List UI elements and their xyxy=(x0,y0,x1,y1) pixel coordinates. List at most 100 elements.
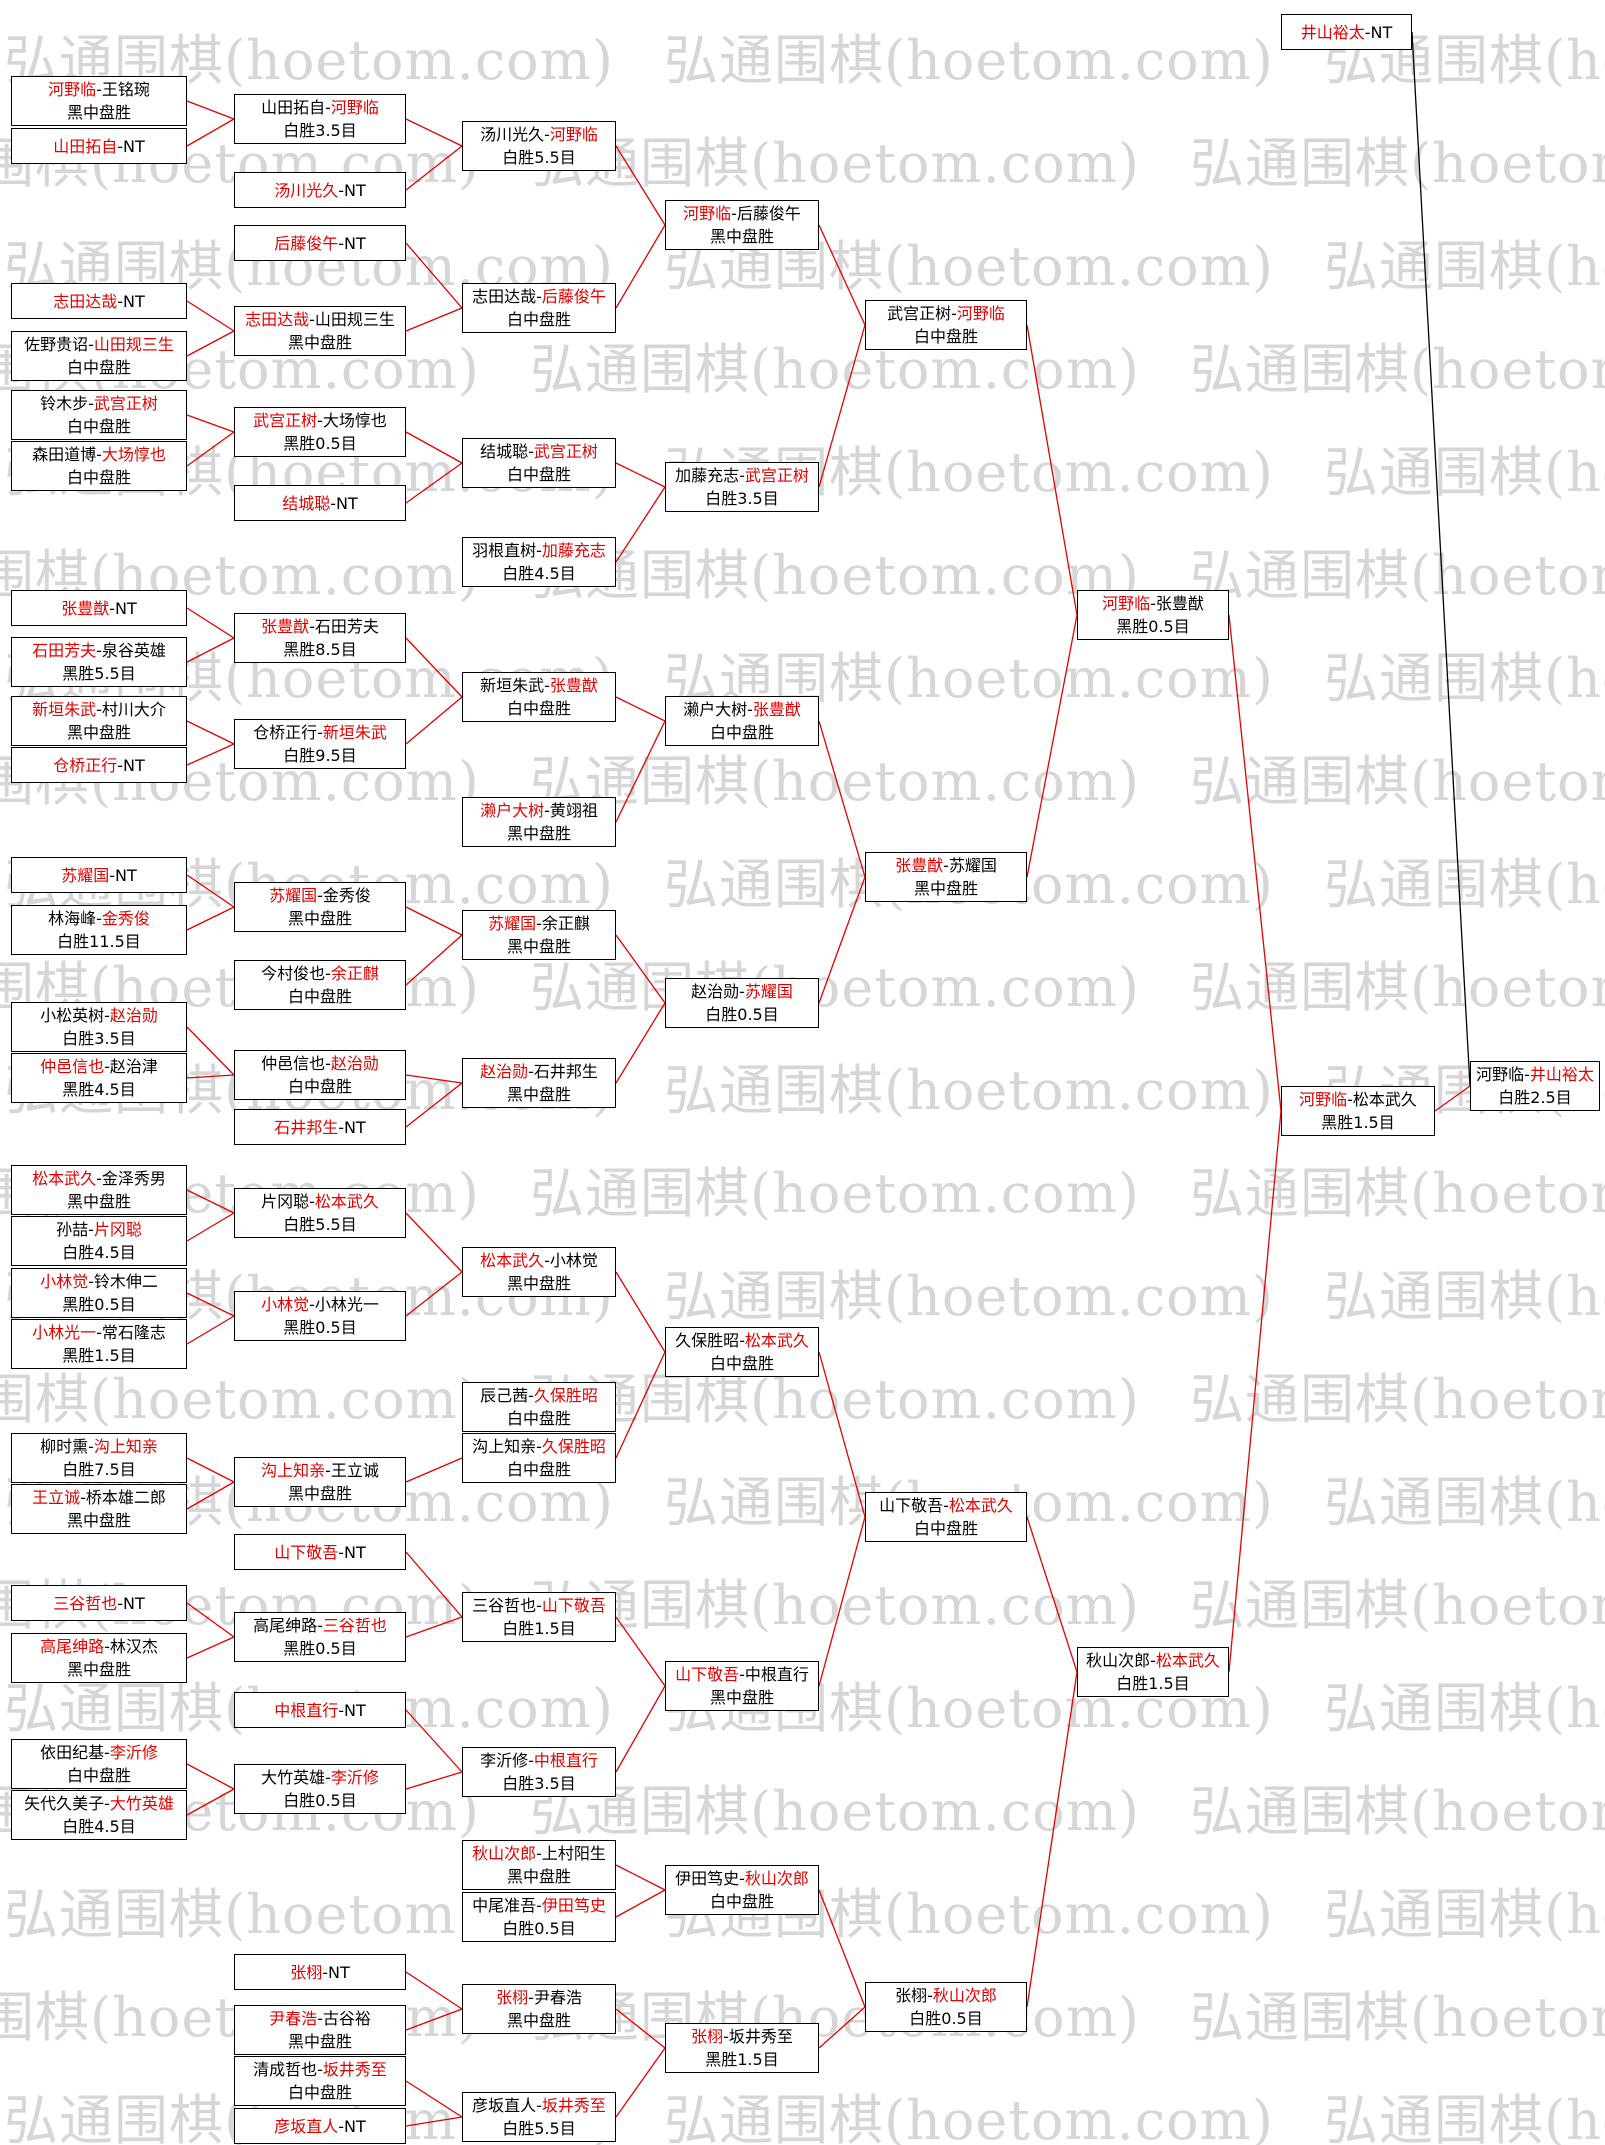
player-name: 新垣朱武 xyxy=(480,676,545,695)
watermark-text: 弘通围棋(hoetom.com) xyxy=(1324,647,1605,710)
match-result: 黑中盘胜 xyxy=(506,1085,571,1104)
match-players: 结城聪-NT xyxy=(282,493,358,513)
player-name: 森田道博 xyxy=(32,445,97,464)
player-name: 高尾绅路 xyxy=(40,1637,105,1656)
player-name: 山田规三生 xyxy=(314,310,395,329)
match-box: 河野临-松本武久黑胜1.5目 xyxy=(1281,1086,1435,1136)
match-box: 柳时熏-沟上知亲白胜7.5目 xyxy=(11,1433,187,1483)
match-players: 赵治勋-苏耀国 xyxy=(691,982,793,1001)
match-players: 濑户大树-张豊猷 xyxy=(683,700,801,719)
player-name: 赵治勋 xyxy=(691,982,740,1001)
player-name: 张栩 xyxy=(895,1986,928,2005)
match-players: 新垣朱武-村川大介 xyxy=(32,700,166,719)
watermark-text: 弘通围棋(hoetom.com) xyxy=(1324,2089,1605,2145)
player-name: 秋山次郎 xyxy=(472,1844,537,1863)
player-name: 山田拓自 xyxy=(53,136,118,156)
player-name: 清成哲也 xyxy=(253,2060,318,2079)
match-result: 黑胜0.5目 xyxy=(283,1318,357,1337)
player-name: 井山裕太 xyxy=(1529,1065,1594,1084)
player-name: 张栩 xyxy=(290,1962,323,1982)
player-name: 沟上知亲 xyxy=(93,1437,158,1456)
player-name: 新垣朱武 xyxy=(322,723,387,742)
match-players: 山田拓自-NT xyxy=(53,136,145,156)
match-result: 黑中盘胜 xyxy=(66,1660,131,1679)
match-players: 秋山次郎-松本武久 xyxy=(1086,1651,1220,1670)
player-name: 片冈聪 xyxy=(93,1220,142,1239)
player-name: 河野临 xyxy=(683,204,732,223)
watermark-text: 弘通围棋(hoetom.com) xyxy=(530,1162,1140,1225)
player-name: 武宫正树 xyxy=(887,304,952,323)
match-box: 清成哲也-坂井秀至白中盘胜 xyxy=(234,2056,406,2106)
match-result: 黑中盘胜 xyxy=(506,1274,571,1293)
match-players: 新垣朱武-张豊猷 xyxy=(480,676,598,695)
match-box: 松本武久-小林觉黑中盘胜 xyxy=(462,1247,616,1297)
player-name: 山田规三生 xyxy=(93,335,174,354)
match-result: 白中盘胜 xyxy=(287,987,352,1006)
match-result: 黑胜4.5目 xyxy=(62,1080,136,1099)
match-result: 黑中盘胜 xyxy=(287,2032,352,2051)
match-result: 黑中盘胜 xyxy=(287,333,352,352)
player-name: 伊田笃史 xyxy=(675,1869,740,1888)
player-name: 金泽秀男 xyxy=(101,1169,166,1188)
player-name: 久保胜昭 xyxy=(533,1386,598,1405)
bye-box: 结城聪-NT xyxy=(234,485,406,521)
player-name: 新垣朱武 xyxy=(32,700,97,719)
match-players: 尹春浩-古谷裕 xyxy=(269,2009,371,2028)
player-name: 仲邑信也 xyxy=(40,1057,105,1076)
bracket-line xyxy=(615,1685,666,1773)
match-players: 辰己茜-久保胜昭 xyxy=(480,1386,598,1405)
watermark-text: 弘通围棋(hoetom.com) xyxy=(530,544,1140,607)
match-players: 久保胜昭-松本武久 xyxy=(675,1331,809,1350)
watermark-text: 弘通围棋(hoetom.com) xyxy=(1190,1986,1605,2049)
match-box: 张栩-坂井秀至黑胜1.5目 xyxy=(665,2023,819,2073)
player-name: 中根直行 xyxy=(274,1700,339,1720)
player-name: 金秀俊 xyxy=(101,909,150,928)
match-box: 张豊猷-石田芳夫黑胜8.5目 xyxy=(234,613,406,663)
match-players: 仓桥正行-新垣朱武 xyxy=(253,723,387,742)
match-box: 仓桥正行-新垣朱武白胜9.5目 xyxy=(234,719,406,769)
match-result: 黑中盘胜 xyxy=(287,1484,352,1503)
watermark-text: 弘通围棋(hoetom.com) xyxy=(1324,441,1605,504)
match-box: 苏耀国-金秀俊黑中盘胜 xyxy=(234,882,406,932)
match-players: 秋山次郎-上村阳生 xyxy=(472,1844,606,1863)
player-name: 苏耀国 xyxy=(269,886,318,905)
bye-box: 苏耀国-NT xyxy=(11,857,187,893)
player-name: 苏耀国 xyxy=(488,914,537,933)
match-result: 白中盘胜 xyxy=(506,1409,571,1428)
player-name: 志田达哉 xyxy=(53,291,118,311)
player-name: 彦坂直人 xyxy=(274,2116,339,2136)
match-players: 彦坂直人-NT xyxy=(274,2116,366,2136)
player-name: 尹春浩 xyxy=(533,1988,582,2007)
match-result: 白中盘胜 xyxy=(506,465,571,484)
match-players: 伊田笃史-秋山次郎 xyxy=(675,1869,809,1888)
match-box: 大竹英雄-李沂修白胜0.5目 xyxy=(234,1764,406,1814)
match-box: 孙喆-片冈聪白胜4.5目 xyxy=(11,1216,187,1266)
match-box: 新垣朱武-村川大介黑中盘胜 xyxy=(11,696,187,746)
match-box: 伊田笃史-秋山次郎白中盘胜 xyxy=(665,1865,819,1915)
bye-label: NT xyxy=(344,1700,366,1720)
player-name: 武宫正树 xyxy=(93,394,158,413)
bracket-line xyxy=(186,1636,235,1659)
player-name: 汤川光久 xyxy=(274,180,339,200)
match-result: 白中盘胜 xyxy=(913,327,978,346)
player-name: 张豊猷 xyxy=(261,617,310,636)
match-players: 森田道博-大场惇也 xyxy=(32,445,166,464)
match-box: 森田道博-大场惇也白中盘胜 xyxy=(11,441,187,491)
bracket-line xyxy=(615,1271,666,1353)
player-name: 辰己茜 xyxy=(480,1386,529,1405)
match-players: 河野临-王铭琬 xyxy=(48,80,150,99)
match-result: 黑中盘胜 xyxy=(66,1192,131,1211)
player-name: 佐野贵诏 xyxy=(24,335,89,354)
player-name: 山下敬吾 xyxy=(274,1542,339,1562)
match-players: 张豊猷-NT xyxy=(61,598,137,618)
match-box: 高尾绅路-三谷哲也黑胜0.5目 xyxy=(234,1612,406,1662)
match-players: 铃木步-武宫正树 xyxy=(40,394,158,413)
match-players: 三谷哲也-山下敬吾 xyxy=(472,1596,606,1615)
match-result: 黑中盘胜 xyxy=(913,879,978,898)
match-result: 白中盘胜 xyxy=(287,2083,352,2102)
player-name: 李沂修 xyxy=(330,1768,379,1787)
match-players: 林海峰-金秀俊 xyxy=(48,909,150,928)
bye-box: 张豊猷-NT xyxy=(11,590,187,626)
match-box: 河野临-后藤俊午黑中盘胜 xyxy=(665,200,819,250)
player-name: 坂井秀至 xyxy=(322,2060,387,2079)
